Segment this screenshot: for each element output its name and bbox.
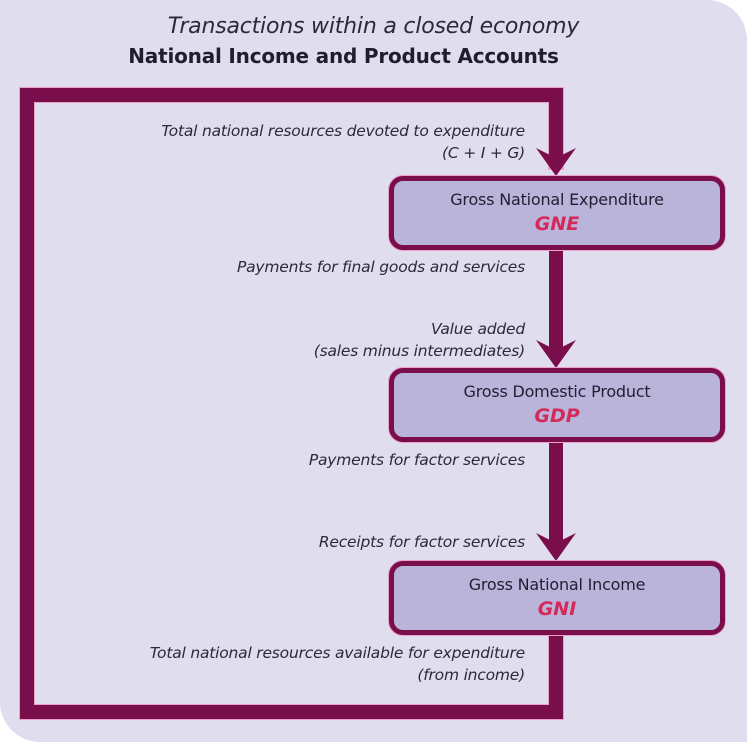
- label-out-gni-line1: Total national resources available for e…: [149, 644, 526, 662]
- flow-loop-line: [20, 88, 563, 719]
- box-gne-name: Gross National Expenditure: [450, 190, 664, 209]
- arrow-down-icon: [536, 340, 576, 368]
- diagram-title: National Income and Product Accounts: [128, 44, 559, 68]
- label-into-gne-line1: Total national resources devoted to expe…: [161, 122, 525, 140]
- box-gdp: Gross Domestic Product GDP: [389, 368, 725, 442]
- box-gni-name: Gross National Income: [468, 575, 646, 594]
- box-gni: Gross National Income GNI: [389, 561, 725, 635]
- label-out-gni: Total national resources available for e…: [149, 642, 526, 686]
- label-into-gne-line2: (C + I + G): [442, 144, 525, 162]
- label-out-gne: Payments for final goods and services: [236, 258, 525, 276]
- arrow-down-icon: [536, 148, 576, 176]
- box-gne: Gross National Expenditure GNE: [389, 176, 725, 250]
- label-into-gni: Receipts for factor services: [318, 533, 525, 551]
- diagram-subtitle: Transactions within a closed economy: [167, 14, 580, 39]
- label-into-gne: Total national resources devoted to expe…: [161, 120, 525, 164]
- box-gne-abbr: GNE: [534, 213, 580, 235]
- label-out-gdp: Payments for factor services: [308, 451, 525, 469]
- arrow-down-icon: [536, 533, 576, 561]
- box-gdp-abbr: GDP: [534, 405, 580, 427]
- label-into-gdp-line1: Value added: [430, 320, 525, 338]
- label-into-gdp-line2: (sales minus intermediates): [313, 342, 525, 360]
- box-gni-abbr: GNI: [537, 598, 577, 620]
- box-gdp-name: Gross Domestic Product: [463, 382, 651, 401]
- label-out-gni-line2: (from income): [417, 666, 525, 684]
- label-into-gdp: Value added (sales minus intermediates): [314, 318, 525, 362]
